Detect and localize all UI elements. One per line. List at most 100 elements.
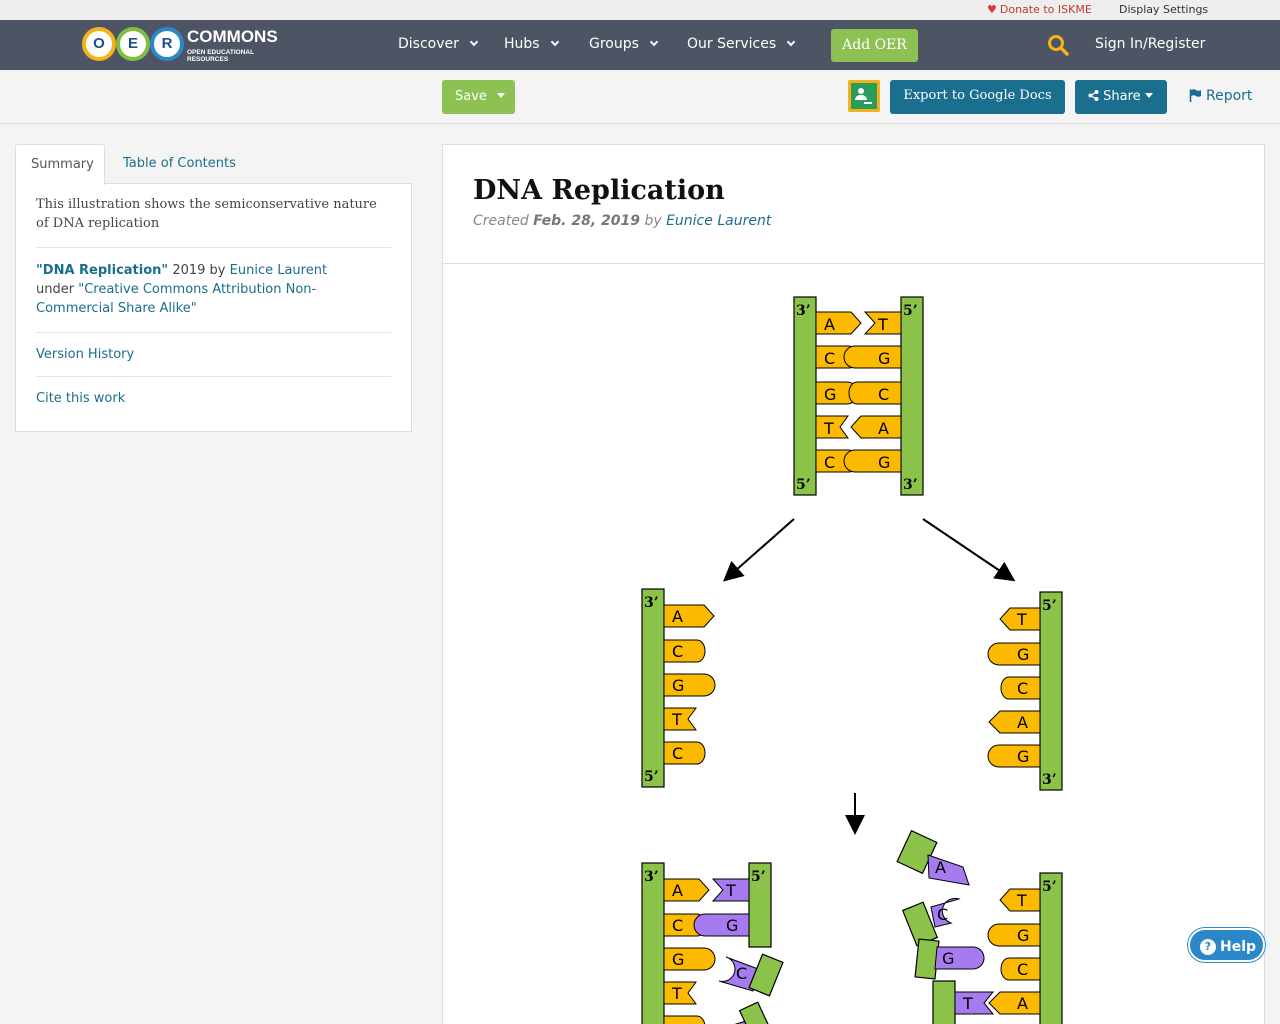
heart-icon: ♥ <box>987 3 997 16</box>
export-google-docs-button[interactable]: Export to Google Docs <box>890 80 1065 114</box>
donate-link[interactable]: ♥Donate to ISKME <box>987 3 1092 16</box>
base-label: T <box>1016 891 1027 910</box>
base-label: T <box>1016 610 1027 629</box>
google-classroom-icon[interactable] <box>848 80 880 112</box>
caret-down-icon <box>1144 93 1153 98</box>
base-label: G <box>672 676 684 695</box>
base-label: T <box>671 984 682 1003</box>
dna-replication-illustration: 3’ 5’ 5’ 3’ A C G T C <box>641 296 1063 1024</box>
base-label: C <box>878 385 889 404</box>
label-3-prime: 3’ <box>903 477 918 493</box>
oer-commons-logo[interactable]: O E R COMMONS OPEN EDUCATIONAL RESOURCES <box>82 25 292 65</box>
nav-our-services[interactable]: Our Services <box>687 36 796 52</box>
base-label: T <box>671 710 682 729</box>
search-icon[interactable] <box>1047 34 1069 56</box>
base-label: C <box>824 453 835 472</box>
separated-left-strand: 3’ 5’ A C G T C <box>641 588 716 788</box>
base-label: T <box>962 994 973 1013</box>
label-5-prime: 5’ <box>1042 879 1057 895</box>
base-label: G <box>1017 645 1029 664</box>
nav-discover[interactable]: Discover <box>398 36 479 52</box>
label-3-prime: 3’ <box>796 303 811 319</box>
arrow-left <box>723 518 795 582</box>
replicating-right-strand: 5’ T G C A A C G T <box>896 829 1063 1024</box>
base-label: C <box>1017 960 1028 979</box>
parent-dna: 3’ 5’ 5’ 3’ A C G T C <box>793 296 924 496</box>
label-5-prime: 5’ <box>903 303 918 319</box>
nav-hubs[interactable]: Hubs <box>504 36 559 52</box>
resource-meta: Created Feb. 28, 2019 by Eunice Laurent <box>473 213 772 229</box>
share-button[interactable]: Share <box>1075 80 1167 114</box>
base-label: T <box>823 419 834 438</box>
help-button[interactable]: ?Help <box>1188 928 1265 962</box>
label-5-prime: 5’ <box>1042 598 1057 614</box>
logo-word: COMMONS <box>187 27 278 46</box>
label-5-prime: 5’ <box>751 869 766 885</box>
base-label: A <box>672 607 683 626</box>
base-label: A <box>878 419 889 438</box>
base-label: C <box>672 642 683 661</box>
license-link[interactable]: "Creative Commons Attribution Non-Commer… <box>36 282 317 316</box>
summary-sidebar: Summary Table of Contents This illustrat… <box>15 144 412 432</box>
chevron-down-icon <box>550 37 559 47</box>
work-title-link[interactable]: "DNA Replication" <box>36 263 169 278</box>
base-label: A <box>672 881 683 900</box>
nav-groups[interactable]: Groups <box>589 36 659 52</box>
utility-bar: ♥Donate to ISKME Display Settings <box>0 0 1280 20</box>
replicating-left-strand: 3’ 5’ A C G T T G <box>641 862 784 1024</box>
base-label: A <box>824 315 835 334</box>
arrow-right <box>922 518 1016 582</box>
label-5-prime: 5’ <box>644 769 659 785</box>
resource-author-link[interactable]: Eunice Laurent <box>666 213 772 229</box>
sidebar-tabs: Summary Table of Contents <box>15 144 412 185</box>
base-label: G <box>824 385 836 404</box>
base-label: C <box>937 905 948 924</box>
base-label: C <box>672 916 683 935</box>
license-info: "DNA Replication" 2019 by Eunice Laurent… <box>36 248 391 333</box>
sign-in-register-link[interactable]: Sign In/Register <box>1095 36 1206 52</box>
base-label: T <box>877 315 888 334</box>
question-icon: ? <box>1200 939 1216 955</box>
logo-letter-r: R <box>150 27 184 61</box>
base-label: G <box>878 349 890 368</box>
chevron-down-icon <box>649 37 659 47</box>
share-icon <box>1088 90 1099 101</box>
tab-table-of-contents[interactable]: Table of Contents <box>123 156 236 171</box>
logo-subtitle: OPEN EDUCATIONAL RESOURCES <box>187 49 254 63</box>
label-5-prime: 5’ <box>796 477 811 493</box>
summary-panel: This illustration shows the semiconserva… <box>15 183 412 432</box>
display-settings-link[interactable]: Display Settings <box>1119 3 1209 16</box>
cite-this-work-link[interactable]: Cite this work <box>36 391 126 406</box>
base-label: C <box>824 349 835 368</box>
save-button[interactable]: Save <box>442 80 515 114</box>
base-label: G <box>942 949 954 968</box>
label-3-prime: 3’ <box>644 869 659 885</box>
flag-icon <box>1189 89 1201 102</box>
tab-summary[interactable]: Summary <box>15 144 105 185</box>
author-link[interactable]: Eunice Laurent <box>229 263 328 278</box>
report-link[interactable]: Report <box>1189 88 1252 104</box>
chevron-down-icon <box>786 37 796 47</box>
page-title: DNA Replication <box>473 175 725 206</box>
logo-letter-o: O <box>82 27 116 61</box>
resource-header: DNA Replication Created Feb. 28, 2019 by… <box>443 145 1264 264</box>
base-label: A <box>1017 994 1028 1013</box>
base-label: G <box>726 916 738 935</box>
label-3-prime: 3’ <box>644 595 659 611</box>
base-label: T <box>725 881 736 900</box>
add-oer-button[interactable]: Add OER <box>831 29 918 62</box>
created-date: Feb. 28, 2019 <box>533 213 640 229</box>
chevron-down-icon <box>469 37 479 47</box>
base-label: G <box>878 453 890 472</box>
label-3-prime: 3’ <box>1042 772 1057 788</box>
base-label: C <box>736 964 747 983</box>
base-label: G <box>1017 747 1029 766</box>
logo-letter-e: E <box>116 27 150 61</box>
main-navbar: O E R COMMONS OPEN EDUCATIONAL RESOURCES… <box>0 20 1280 70</box>
separated-right-strand: 5’ 3’ T G C A G <box>987 591 1063 791</box>
version-history-link[interactable]: Version History <box>36 347 135 362</box>
caret-down-icon <box>496 93 505 98</box>
base-label: G <box>1017 926 1029 945</box>
donate-label: Donate to ISKME <box>999 3 1092 16</box>
resource-toolbar: Save Export to Google Docs Share Report <box>0 70 1280 124</box>
